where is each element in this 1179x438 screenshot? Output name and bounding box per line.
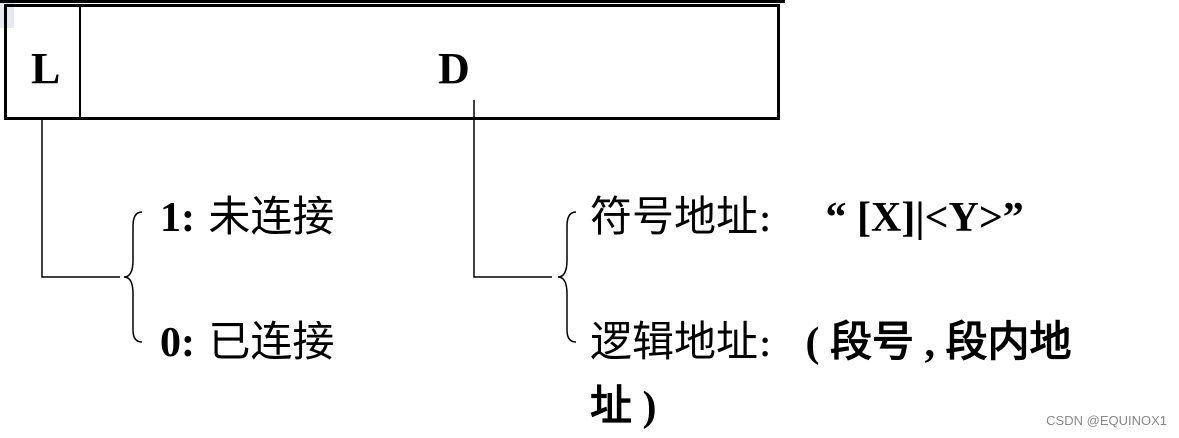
corner-mark	[0, 0, 14, 28]
field-d-label: D	[438, 44, 470, 93]
d-connector	[473, 100, 552, 278]
l-option-linked: 0: 已连接	[160, 320, 334, 366]
d-option-symbolic: 符号地址: “ [X]|<Y>”	[590, 195, 1024, 241]
field-l-label: L	[31, 44, 61, 93]
address-field-box	[4, 4, 780, 120]
d-option-logical-continued: 址 )	[590, 384, 657, 430]
d-option-value: ( 段号 , 段内地	[805, 320, 1072, 366]
l-option-text: 未连接	[208, 192, 335, 241]
l-option-unlinked: 1: 未连接	[160, 195, 334, 241]
watermark: CSDN @EQUINOX1	[1046, 413, 1167, 428]
l-brace	[123, 211, 143, 343]
d-option-label: 逻辑地址:	[590, 317, 773, 366]
top-rule	[0, 0, 785, 3]
l-option-text: 已连接	[208, 317, 335, 366]
d-option-label: 符号地址:	[590, 192, 773, 241]
l-option-code: 1:	[160, 195, 195, 241]
l-option-code: 0:	[160, 320, 195, 366]
field-divider	[79, 4, 81, 120]
d-option-value: “ [X]|<Y>”	[825, 195, 1024, 241]
l-connector	[41, 120, 120, 278]
d-option-logical: 逻辑地址: ( 段号 , 段内地	[590, 320, 1072, 366]
d-brace	[557, 211, 577, 343]
